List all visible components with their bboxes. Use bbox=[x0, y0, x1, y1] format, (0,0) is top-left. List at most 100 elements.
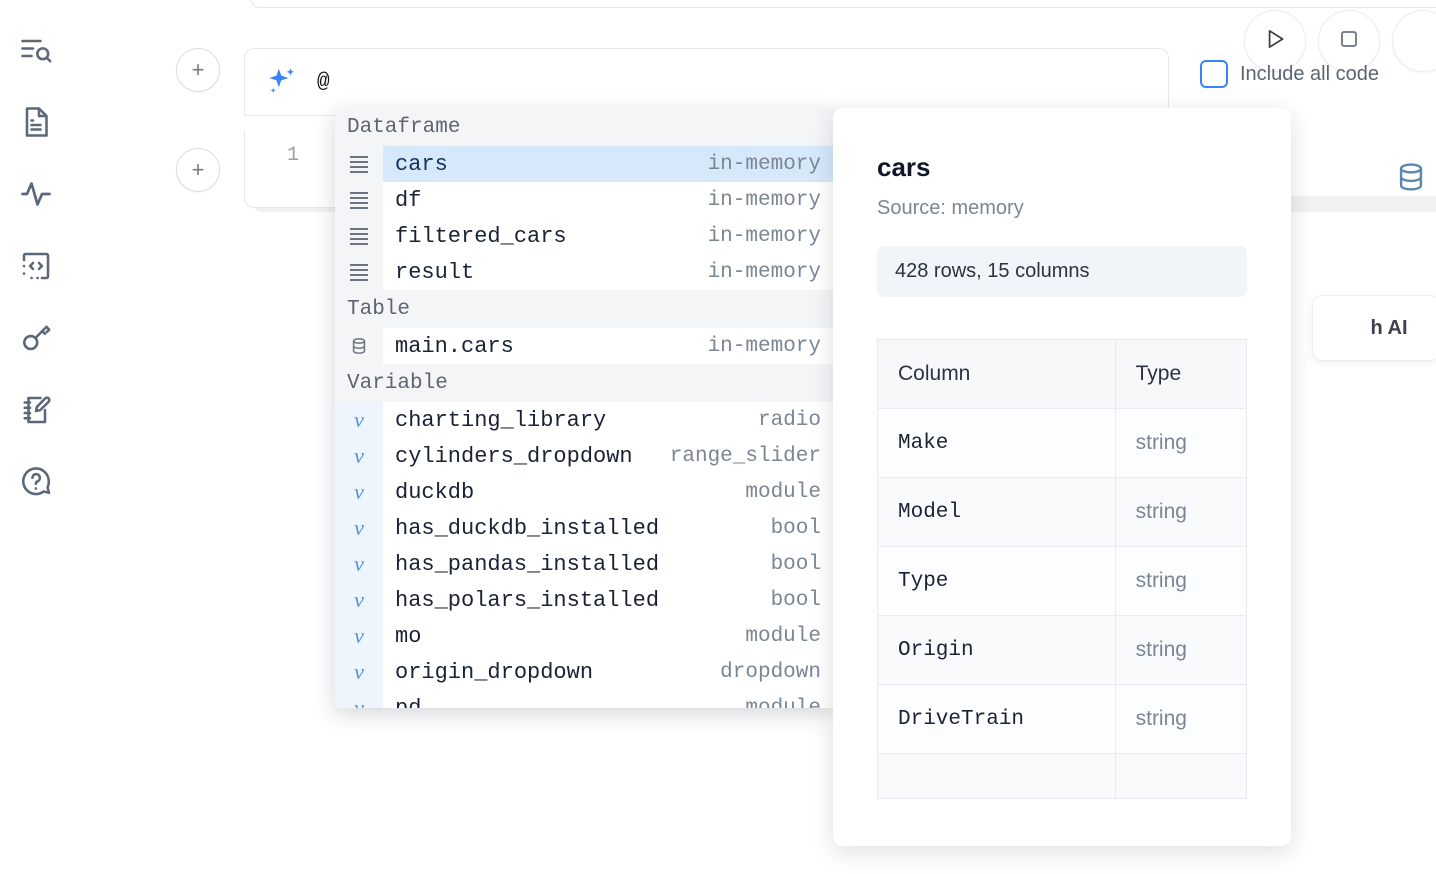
dataframe-icon bbox=[335, 182, 383, 218]
play-icon bbox=[1262, 26, 1288, 57]
left-sidebar bbox=[0, 0, 72, 874]
autocomplete-item-type: dropdown bbox=[720, 660, 821, 684]
dataframe-icon bbox=[335, 146, 383, 182]
autocomplete-item-label: has_pandas_installed bbox=[395, 551, 660, 577]
autocomplete-item[interactable]: v has_pandas_installed bool bbox=[335, 546, 835, 582]
sidebar-item-snippets[interactable] bbox=[0, 230, 72, 302]
sidebar-item-scratchpad[interactable] bbox=[0, 374, 72, 446]
ai-prompt-bar[interactable] bbox=[244, 48, 1169, 116]
autocomplete-item-type: in-memory bbox=[707, 260, 821, 284]
sidebar-item-variables[interactable] bbox=[0, 158, 72, 230]
cell-run-controls bbox=[1244, 10, 1436, 72]
autocomplete-item-label: charting_library bbox=[395, 407, 607, 433]
previous-cell-card bbox=[250, 0, 1436, 8]
autocomplete-item-label: filtered_cars bbox=[395, 223, 567, 249]
autocomplete-item-type: bool bbox=[770, 552, 821, 576]
autocomplete-group-header: Dataframe bbox=[335, 108, 835, 146]
table-icon bbox=[335, 328, 383, 364]
table-column-header: Type bbox=[1114, 339, 1248, 409]
column-type-cell: string bbox=[1114, 546, 1248, 616]
generate-with-ai-chip[interactable]: h AI bbox=[1312, 295, 1436, 361]
include-all-code-checkbox[interactable] bbox=[1200, 60, 1228, 88]
autocomplete-item[interactable]: v charting_library radio bbox=[335, 402, 835, 438]
column-name-cell: Model bbox=[877, 477, 1116, 547]
column-type-cell: string bbox=[1114, 684, 1248, 754]
autocomplete-item-label: mo bbox=[395, 623, 422, 649]
autocomplete-item-type: in-memory bbox=[707, 224, 821, 248]
column-name-cell: Type bbox=[877, 546, 1116, 616]
variable-icon: v bbox=[335, 474, 383, 510]
variable-icon: v bbox=[335, 438, 383, 474]
database-icon[interactable] bbox=[1394, 160, 1428, 199]
variable-icon: v bbox=[335, 654, 383, 690]
column-type-cell: string bbox=[1114, 477, 1248, 547]
activity-pulse-icon bbox=[18, 176, 54, 212]
run-button[interactable] bbox=[1244, 10, 1306, 72]
add-cell-above-button[interactable]: + bbox=[176, 48, 220, 92]
autocomplete-item-type: module bbox=[745, 624, 821, 648]
column-name-cell: Make bbox=[877, 408, 1116, 478]
autocomplete-group-header: Table bbox=[335, 290, 835, 328]
column-type-cell bbox=[1114, 753, 1248, 799]
variable-icon: v bbox=[335, 546, 383, 582]
autocomplete-item-type: bool bbox=[770, 516, 821, 540]
more-options-button[interactable] bbox=[1392, 10, 1436, 72]
stop-square-icon bbox=[1337, 27, 1361, 56]
table-row bbox=[877, 753, 1248, 799]
sidebar-item-explore[interactable] bbox=[0, 14, 72, 86]
autocomplete-item-type: radio bbox=[757, 408, 821, 432]
include-all-code-row[interactable]: Include all code bbox=[1200, 60, 1379, 88]
column-type-cell: string bbox=[1114, 615, 1248, 685]
variable-icon: v bbox=[335, 690, 383, 708]
autocomplete-item-type: in-memory bbox=[707, 146, 835, 182]
autocomplete-item-label: main.cars bbox=[395, 333, 514, 359]
autocomplete-item[interactable]: filtered_cars in-memory bbox=[335, 218, 835, 254]
variable-icon: v bbox=[335, 402, 383, 438]
autocomplete-item-type: range_slider bbox=[669, 444, 821, 468]
sidebar-item-secrets[interactable] bbox=[0, 302, 72, 374]
table-column-header: Column bbox=[877, 339, 1116, 409]
cell-badges: M↓ bbox=[1394, 160, 1436, 199]
autocomplete-item[interactable]: v origin_dropdown dropdown bbox=[335, 654, 835, 690]
autocomplete-item-label: cars bbox=[383, 146, 708, 182]
include-all-code-label: Include all code bbox=[1240, 62, 1379, 85]
completion-doc-panel: cars Source: memory 428 rows, 15 columns… bbox=[833, 108, 1291, 846]
generate-with-ai-label: h AI bbox=[1370, 316, 1408, 339]
autocomplete-item-label: origin_dropdown bbox=[395, 659, 594, 685]
doc-shape-badge: 428 rows, 15 columns bbox=[877, 246, 1247, 297]
code-brackets-icon bbox=[18, 248, 54, 284]
autocomplete-item-type: module bbox=[745, 696, 821, 709]
search-list-icon bbox=[18, 32, 54, 68]
sparkle-icon bbox=[261, 61, 303, 103]
autocomplete-item-label: pd bbox=[395, 695, 422, 709]
autocomplete-item-label: df bbox=[395, 187, 422, 213]
column-name-cell: DriveTrain bbox=[877, 684, 1116, 754]
autocomplete-item-type: module bbox=[745, 480, 821, 504]
sidebar-item-files[interactable] bbox=[0, 86, 72, 158]
ai-prompt-input[interactable] bbox=[317, 70, 1168, 94]
doc-source: Source: memory bbox=[877, 197, 1024, 219]
add-cell-below-button[interactable]: + bbox=[176, 148, 220, 192]
variable-icon: v bbox=[335, 582, 383, 618]
sidebar-item-help[interactable] bbox=[0, 446, 72, 518]
help-circle-icon bbox=[18, 464, 54, 500]
stop-button[interactable] bbox=[1318, 10, 1380, 72]
variable-icon: v bbox=[335, 510, 383, 546]
file-text-icon bbox=[18, 104, 54, 140]
